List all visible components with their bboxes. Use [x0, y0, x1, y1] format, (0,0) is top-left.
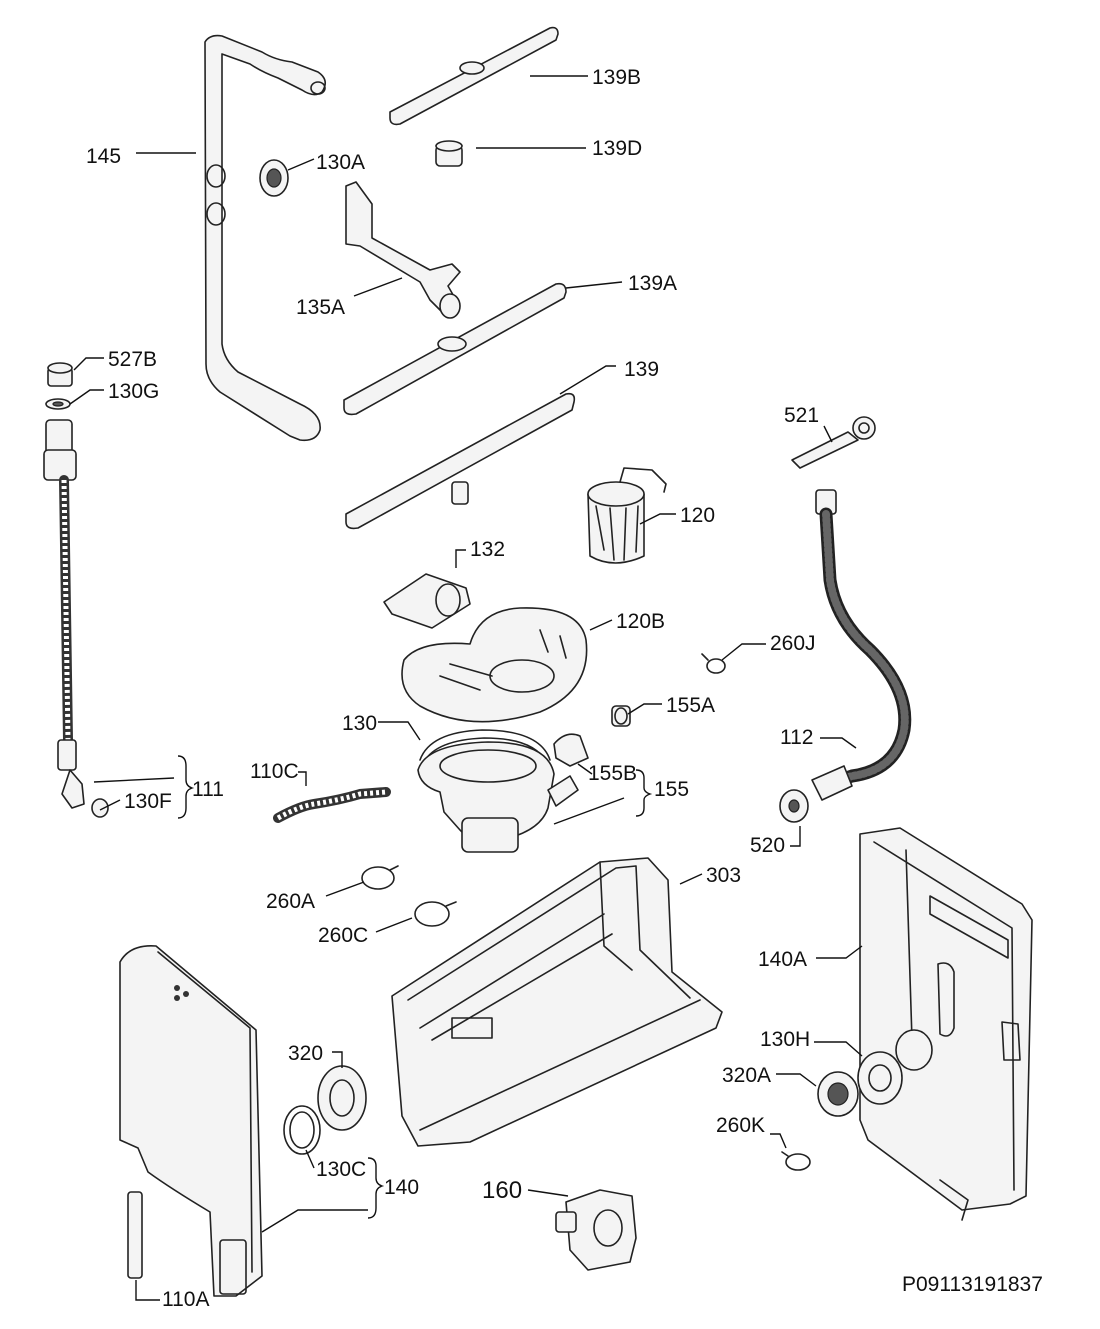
part-139A-middle-spray-arm	[343, 282, 567, 416]
label-120: 120	[680, 504, 715, 527]
label-110C: 110C	[250, 760, 299, 783]
label-130H: 130H	[760, 1028, 810, 1051]
label-140A: 140A	[758, 948, 807, 971]
label-140: 140	[384, 1176, 419, 1199]
part-145-supply-pipe	[204, 34, 326, 442]
label-135A: 135A	[296, 296, 345, 319]
part-320-seal	[317, 1065, 367, 1131]
label-120B: 120B	[616, 610, 665, 633]
label-520: 520	[750, 834, 785, 857]
label-139: 139	[624, 358, 659, 381]
label-320A: 320A	[722, 1064, 771, 1087]
label-130F: 130F	[124, 790, 172, 813]
label-320: 320	[288, 1042, 323, 1065]
part-160-pump	[555, 1189, 637, 1271]
label-303: 303	[706, 864, 741, 887]
part-130H-ring	[857, 1051, 903, 1105]
part-139D-nut	[435, 140, 463, 167]
leader-lines	[69, 75, 863, 1301]
label-112: 112	[780, 726, 813, 749]
part-155B-cover	[553, 733, 589, 767]
part-260K-clamp	[781, 1151, 811, 1171]
part-112-drain-hose	[811, 489, 912, 801]
label-139B: 139B	[592, 66, 641, 89]
part-labels: 145 130A 139B 139D 135A 139A 139 527B 13…	[86, 66, 819, 1311]
part-120B-filter-plate	[401, 607, 588, 723]
part-110C-hose	[273, 787, 391, 823]
part-139-lower-spray-arm	[345, 392, 576, 530]
part-260C-clamp	[414, 901, 457, 927]
part-120-filter	[587, 467, 667, 564]
label-110A: 110A	[162, 1288, 210, 1311]
part-320A-valve	[817, 1071, 859, 1117]
label-139D: 139D	[592, 137, 642, 160]
part-155A-grommet	[611, 705, 631, 727]
label-260C: 260C	[318, 924, 368, 947]
part-130C-ring	[283, 1105, 321, 1155]
part-139B-upper-spray-arm	[389, 26, 559, 126]
part-140-side-panel	[119, 945, 263, 1297]
part-132-bracket	[383, 573, 471, 629]
part-260A-clamp	[361, 865, 399, 890]
label-260J: 260J	[770, 632, 816, 655]
part-527B-fitting	[47, 362, 73, 387]
brace-155	[635, 769, 653, 817]
part-130A-seal	[259, 159, 289, 197]
label-130: 130	[342, 712, 377, 735]
label-160: 160	[482, 1177, 522, 1204]
label-521: 521	[784, 404, 819, 427]
label-527B: 527B	[108, 348, 157, 371]
label-260A: 260A	[266, 890, 315, 913]
part-135A-arm-holder	[345, 181, 461, 319]
label-130G: 130G	[108, 380, 159, 403]
part-140A-side-panel	[859, 827, 1033, 1221]
part-110A-tube	[127, 1191, 143, 1279]
part-303-base-frame	[391, 857, 723, 1147]
part-130G-washer	[45, 398, 71, 410]
label-155: 155	[654, 778, 689, 801]
part-111-inlet-hose	[43, 419, 109, 818]
label-132: 132	[470, 538, 505, 561]
brace-140	[367, 1157, 385, 1219]
part-260J-clamp	[701, 653, 726, 674]
label-155B: 155B	[588, 762, 637, 785]
part-155-sump	[417, 741, 579, 853]
part-521-clip	[791, 416, 876, 469]
label-130C: 130C	[316, 1158, 366, 1181]
label-260K: 260K	[716, 1114, 765, 1137]
label-139A: 139A	[628, 272, 677, 295]
label-130A: 130A	[316, 151, 365, 174]
document-code: P09113191837	[902, 1273, 1043, 1296]
part-520-seal	[779, 789, 809, 823]
label-111: 111	[192, 778, 224, 801]
label-155A: 155A	[666, 694, 715, 717]
brace-111	[177, 755, 195, 819]
label-145: 145	[86, 145, 121, 168]
